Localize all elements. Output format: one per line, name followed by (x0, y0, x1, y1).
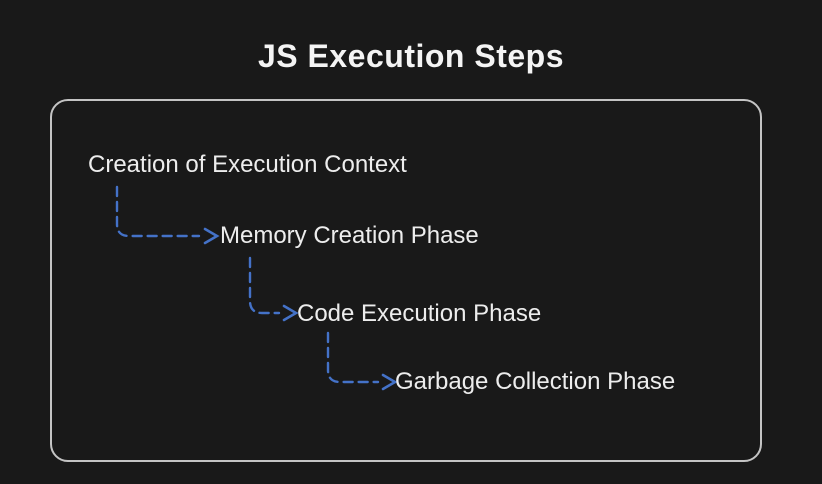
diagram-frame (50, 99, 762, 462)
step-label-code-execution-phase: Code Execution Phase (297, 300, 542, 327)
step-label-creation-of-execution-context: Creation of Execution Context (88, 151, 407, 178)
step-label-garbage-collection-phase: Garbage Collection Phase (395, 368, 676, 395)
step-label-memory-creation-phase: Memory Creation Phase (220, 222, 479, 249)
diagram-title: JS Execution Steps (258, 38, 564, 74)
